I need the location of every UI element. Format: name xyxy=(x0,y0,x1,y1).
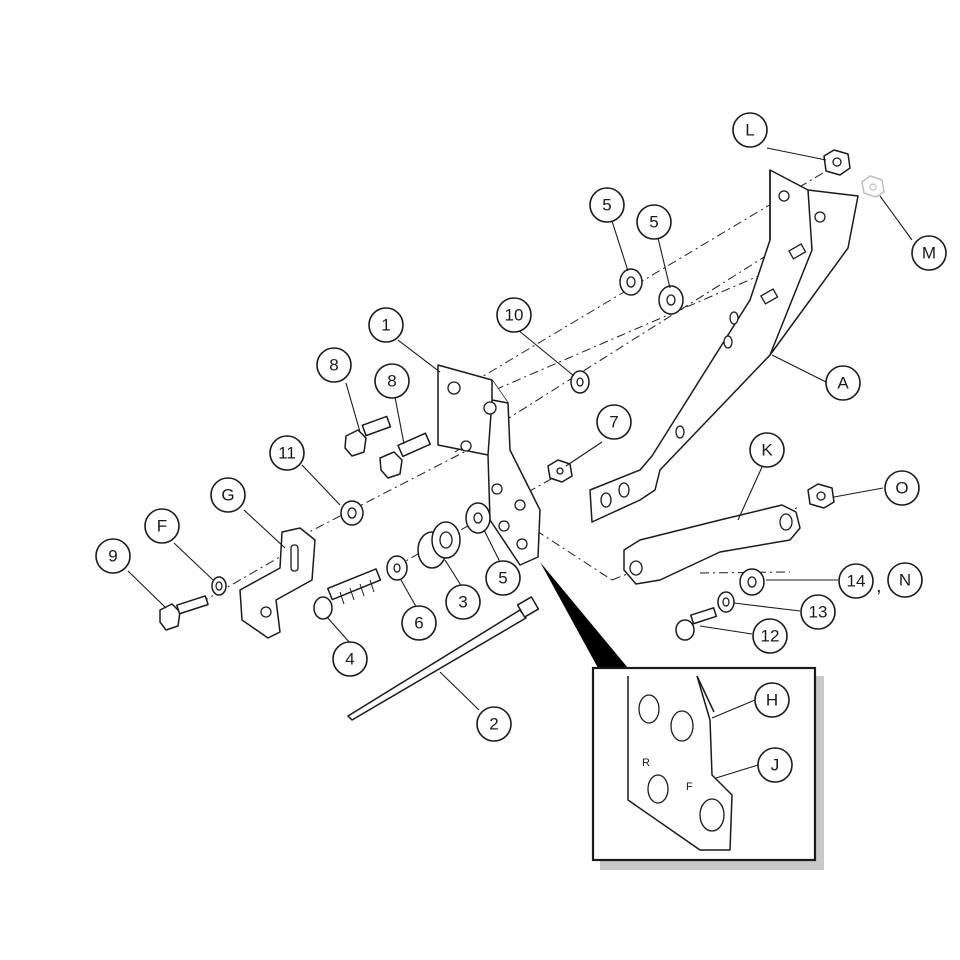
bolt-9 xyxy=(159,595,209,631)
hardware xyxy=(159,149,885,721)
svg-text:10: 10 xyxy=(505,306,524,325)
angle-bracket-g xyxy=(239,527,316,639)
svg-text:3: 3 xyxy=(458,593,467,612)
callout-k: K xyxy=(749,432,785,468)
svg-text:G: G xyxy=(221,486,234,505)
callout-3: 3 xyxy=(445,584,481,620)
svg-text:8: 8 xyxy=(387,372,396,391)
callout-g: G xyxy=(210,477,246,513)
svg-text:M: M xyxy=(922,244,936,263)
washer-f xyxy=(211,576,227,596)
washer-5-upper-b xyxy=(658,285,684,315)
callout-5-upper-a: 5 xyxy=(589,187,625,223)
svg-text:J: J xyxy=(771,756,780,775)
callout-10: 10 xyxy=(496,297,532,333)
spacer-10 xyxy=(570,370,590,394)
svg-text:8: 8 xyxy=(329,356,338,375)
bushing-3 xyxy=(417,521,461,569)
svg-text:12: 12 xyxy=(761,627,780,646)
screw-4 xyxy=(313,568,382,620)
svg-text:4: 4 xyxy=(345,650,354,669)
svg-text:7: 7 xyxy=(609,413,618,432)
spacer-11 xyxy=(340,500,364,526)
inset-label-f: F xyxy=(686,781,693,793)
svg-text:11: 11 xyxy=(278,444,296,463)
screw-12 xyxy=(675,607,718,641)
washer-5-upper-a xyxy=(619,268,643,296)
callout-13: 13 xyxy=(800,594,836,630)
callout-2: 2 xyxy=(476,706,512,742)
svg-text:1: 1 xyxy=(381,316,390,335)
nut-o xyxy=(807,483,835,509)
svg-text:L: L xyxy=(745,121,754,140)
leader-lines xyxy=(127,147,913,711)
spacer-14 xyxy=(739,568,765,596)
mounting-plate-1 xyxy=(437,364,541,566)
svg-text:13: 13 xyxy=(809,603,828,622)
callout-8-upper: 8 xyxy=(316,347,352,383)
callout-6: 6 xyxy=(401,605,437,641)
callout-f: F xyxy=(144,508,180,544)
svg-text:5: 5 xyxy=(602,196,611,215)
bolt-8-lower xyxy=(379,432,432,479)
callout-h: H xyxy=(754,682,790,718)
callout-5-lower: 5 xyxy=(485,560,521,596)
cable-tie-2 xyxy=(347,596,540,721)
svg-text:H: H xyxy=(766,691,778,710)
svg-text:A: A xyxy=(837,374,849,393)
callout-12: 12 xyxy=(752,618,788,654)
washer-6 xyxy=(386,555,408,581)
inset-label-r: R xyxy=(642,757,650,769)
link-arm-k xyxy=(623,504,801,585)
callout-n: N xyxy=(887,562,923,598)
callout-14: 14 xyxy=(838,563,874,599)
callout-a: A xyxy=(825,365,861,401)
svg-text:5: 5 xyxy=(649,213,658,232)
washer-13 xyxy=(717,591,735,613)
callout-separator: , xyxy=(876,575,882,597)
bolt-8-upper xyxy=(344,415,392,457)
nut-7 xyxy=(547,459,573,483)
bracket-arm-a xyxy=(589,169,859,523)
callout-l: L xyxy=(732,112,768,148)
callout-m: M xyxy=(911,235,947,271)
callout-o: O xyxy=(884,470,920,506)
callout-1: 1 xyxy=(368,307,404,343)
svg-text:F: F xyxy=(157,517,167,536)
svg-text:6: 6 xyxy=(414,614,423,633)
callout-4: 4 xyxy=(332,641,368,677)
callout-7: 7 xyxy=(596,404,632,440)
callout-8-lower: 8 xyxy=(374,363,410,399)
svg-text:N: N xyxy=(899,571,911,590)
callout-9: 9 xyxy=(95,538,131,574)
nut-m xyxy=(861,175,885,198)
svg-text:9: 9 xyxy=(108,547,117,566)
svg-text:14: 14 xyxy=(847,572,866,591)
callout-11: 11 xyxy=(269,435,305,471)
inset-pointer xyxy=(540,562,628,668)
svg-text:5: 5 xyxy=(498,569,507,588)
nut-l xyxy=(823,149,851,176)
callout-j: J xyxy=(757,747,793,783)
svg-text:O: O xyxy=(895,479,908,498)
svg-text:2: 2 xyxy=(489,715,498,734)
callout-5-upper-b: 5 xyxy=(636,204,672,240)
svg-text:K: K xyxy=(761,441,773,460)
washer-5-lower xyxy=(465,502,491,534)
